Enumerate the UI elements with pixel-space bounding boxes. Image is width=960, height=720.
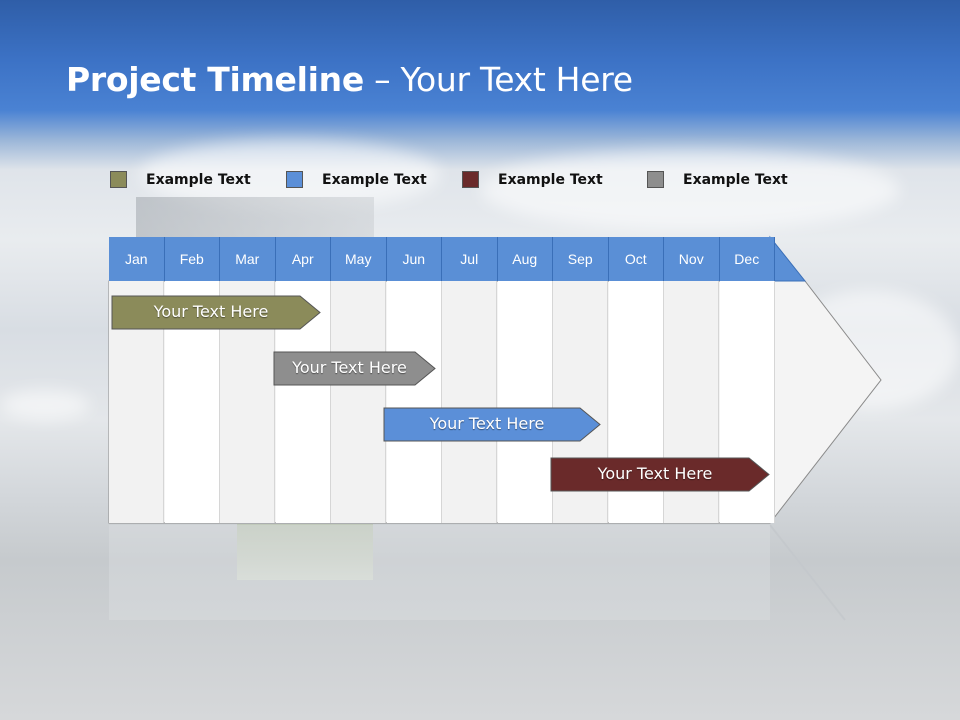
month-header-mar: Mar xyxy=(220,237,276,281)
legend-label: Example Text xyxy=(322,172,427,188)
month-column xyxy=(164,237,220,523)
month-header-apr: Apr xyxy=(275,237,331,281)
reflection-edge xyxy=(769,524,846,621)
month-header-jul: Jul xyxy=(442,237,498,281)
timeline-reflection xyxy=(109,525,770,620)
month-header-aug: Aug xyxy=(497,237,553,281)
month-header-jan: Jan xyxy=(109,237,165,281)
legend-swatch xyxy=(462,171,479,188)
month-header-jun: Jun xyxy=(386,237,442,281)
legend-label: Example Text xyxy=(146,172,251,188)
legend-label: Example Text xyxy=(498,172,603,188)
month-header-sep: Sep xyxy=(553,237,609,281)
timeline-bar-label: Your Text Here xyxy=(597,464,713,483)
title-bold: Project Timeline xyxy=(66,60,364,99)
legend-swatch xyxy=(110,171,127,188)
month-column xyxy=(109,237,164,523)
legend-label: Example Text xyxy=(683,172,788,188)
timeline-bar-label: Your Text Here xyxy=(292,358,407,377)
cloud xyxy=(480,150,900,230)
month-header-may: May xyxy=(331,237,387,281)
timeline-bar-label: Your Text Here xyxy=(153,302,269,321)
timeline-bar-label: Your Text Here xyxy=(429,414,545,433)
timeline-bar xyxy=(111,295,321,330)
legend-swatch xyxy=(647,171,664,188)
timeline-bar xyxy=(550,457,770,492)
month-header-nov: Nov xyxy=(664,237,720,281)
timeline-bar xyxy=(273,351,436,386)
month-header-dec: Dec xyxy=(719,237,775,281)
legend-swatch xyxy=(286,171,303,188)
month-header-oct: Oct xyxy=(608,237,664,281)
timeline-bar xyxy=(383,407,601,442)
page-title: Project Timeline – Your Text Here xyxy=(66,60,633,99)
month-column xyxy=(442,237,497,523)
background-window-reflection xyxy=(237,524,373,580)
month-column xyxy=(497,237,553,523)
background-window-photo xyxy=(136,197,374,242)
cloud xyxy=(0,390,90,420)
month-header-feb: Feb xyxy=(164,237,220,281)
title-subtitle: – Your Text Here xyxy=(363,60,633,99)
